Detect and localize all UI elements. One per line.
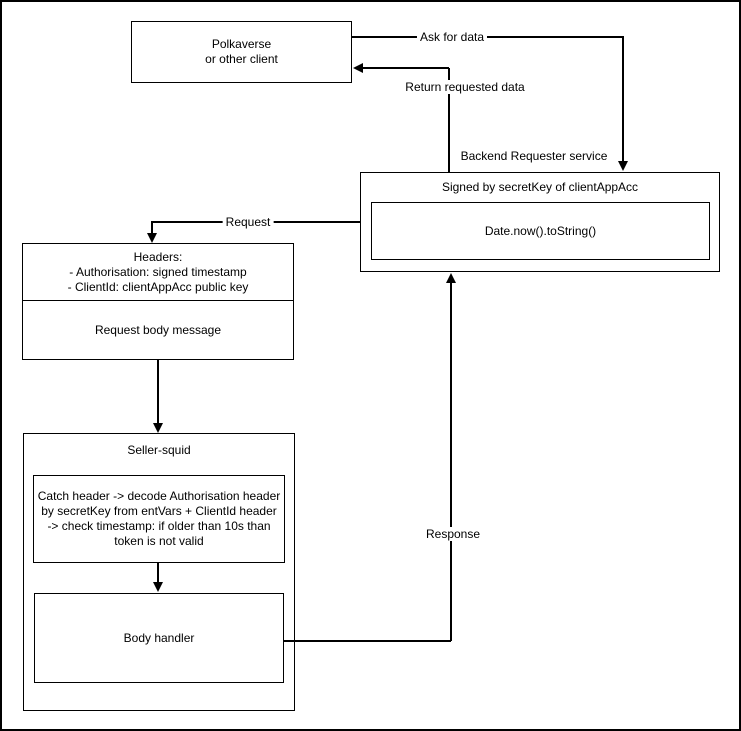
ask-edge-line-v <box>622 36 624 163</box>
request-edge-label: Request <box>222 215 274 229</box>
response-arrowhead-up-icon <box>446 273 456 283</box>
return-edge-label: Return requested data <box>402 80 528 94</box>
response-edge-line-v <box>450 282 452 641</box>
check-to-bodyhandler-edge-line <box>157 562 159 583</box>
response-edge-label: Response <box>422 527 484 541</box>
request-edge-line-v <box>151 221 153 235</box>
client-subtitle: or other client <box>205 52 278 66</box>
seller-check-line: token is not valid <box>114 534 204 548</box>
seller-check-line: Catch header -> decode Authorisation hea… <box>37 489 281 503</box>
seller-check-line: -> check timestamp: if older than 10s th… <box>47 519 271 533</box>
body-handler-label: Body handler <box>123 630 195 645</box>
client-name: Polkaverse <box>211 37 272 51</box>
seller-title: Seller-squid <box>127 443 191 457</box>
seller-check-box: Catch header -> decode Authorisation hea… <box>33 475 285 563</box>
return-edge-line-v <box>448 68 450 172</box>
request-body-section: Request body message <box>23 301 293 359</box>
request-message-node: Headers: - Authorisation: signed timesta… <box>22 243 294 360</box>
backend-service-label: Backend Requester service <box>457 149 611 163</box>
backend-code: Date.now().toString() <box>484 223 597 238</box>
ask-edge-label: Ask for data <box>416 30 488 44</box>
backend-code-box: Date.now().toString() <box>371 202 710 260</box>
request-headers-line: - Authorisation: signed timestamp <box>69 264 247 279</box>
return-arrowhead-left-icon <box>353 63 363 73</box>
backend-node: Signed by secretKey of clientAppAcc Date… <box>360 172 720 272</box>
response-edge-line-h <box>283 640 451 642</box>
headers-to-seller-arrowhead-down-icon <box>153 423 163 433</box>
body-handler-box: Body handler <box>34 593 284 683</box>
client-node: Polkaverse or other client <box>131 21 352 83</box>
ask-arrowhead-down-icon <box>618 161 628 171</box>
request-body-label: Request body message <box>94 322 222 337</box>
request-arrowhead-down-icon <box>147 233 157 243</box>
backend-title: Signed by secretKey of clientAppAcc <box>441 180 639 194</box>
return-edge-line-h <box>362 67 449 69</box>
request-headers-line: Headers: <box>133 249 183 264</box>
headers-to-seller-edge-line <box>157 360 159 424</box>
request-headers-line: - ClientId: clientAppAcc public key <box>67 279 249 294</box>
ask-edge-line-h <box>352 36 623 38</box>
check-to-bodyhandler-arrowhead-down-icon <box>153 582 163 592</box>
seller-check-line: by secretKey from entVars + ClientId hea… <box>41 504 277 518</box>
request-headers-section: Headers: - Authorisation: signed timesta… <box>23 244 293 301</box>
seller-squid-node: Seller-squid Catch header -> decode Auth… <box>23 433 295 711</box>
